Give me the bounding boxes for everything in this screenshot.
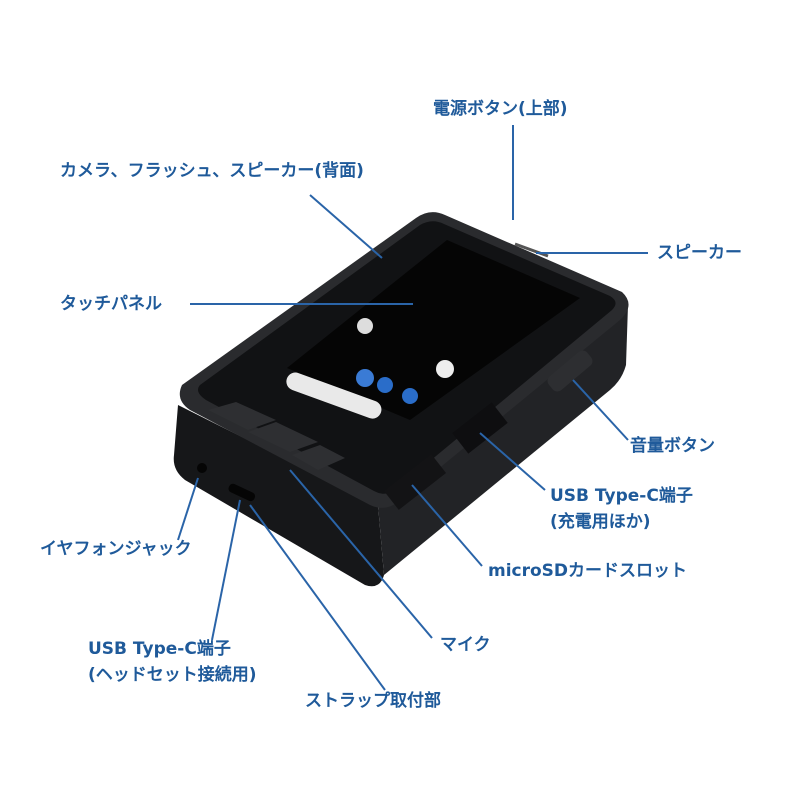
label-usb-c-headset: USB Type-C端子 (ヘッドセット接続用) <box>88 636 257 688</box>
search-bar <box>286 372 382 419</box>
label-mic: マイク <box>440 635 491 655</box>
volume-button <box>547 350 593 392</box>
label-usb-c-headset-line2: (ヘッドセット接続用) <box>88 665 257 685</box>
leader-volume <box>572 379 629 441</box>
leader-strap <box>249 504 386 691</box>
label-usb-c-charging-line1: USB Type-C端子 <box>550 486 693 506</box>
label-microsd-slot: microSDカードスロット <box>488 561 688 581</box>
earphone-jack <box>197 463 207 473</box>
usb-c-charging-port <box>452 402 508 454</box>
label-usb-c-charging-line2: (充電用ほか) <box>550 512 651 532</box>
leader-microsd <box>411 484 483 567</box>
leader-usb-headset <box>211 499 241 641</box>
leader-lines <box>177 125 648 691</box>
app-icon <box>357 318 373 334</box>
leader-usb-charging <box>479 432 546 491</box>
device-front-side <box>173 405 384 587</box>
nav-button-recent <box>292 445 345 470</box>
leader-earphone <box>177 477 199 541</box>
usb-c-headset-port <box>228 483 256 502</box>
label-usb-c-headset-line1: USB Type-C端子 <box>88 639 231 659</box>
label-earphone-jack: イヤフォンジャック <box>40 539 192 559</box>
label-strap-mount: ストラップ取付部 <box>305 691 441 711</box>
nav-button-home <box>248 422 318 452</box>
leader-camera <box>309 194 383 259</box>
label-volume-button: 音量ボタン <box>630 436 715 456</box>
nav-button-back <box>208 402 276 430</box>
label-camera-flash-speaker: カメラ、フラッシュ、スピーカー(背面) <box>60 161 364 181</box>
microsd-slot <box>383 454 447 510</box>
app-icon <box>356 369 374 387</box>
label-speaker: スピーカー <box>657 243 742 263</box>
label-touch-panel: タッチパネル <box>60 294 162 314</box>
app-icon <box>402 388 418 404</box>
app-icon <box>377 377 393 393</box>
label-power-button: 電源ボタン(上部) <box>433 99 568 119</box>
app-icon <box>436 360 454 378</box>
label-usb-c-charging: USB Type-C端子 (充電用ほか) <box>550 483 693 535</box>
leader-mic <box>289 469 433 639</box>
